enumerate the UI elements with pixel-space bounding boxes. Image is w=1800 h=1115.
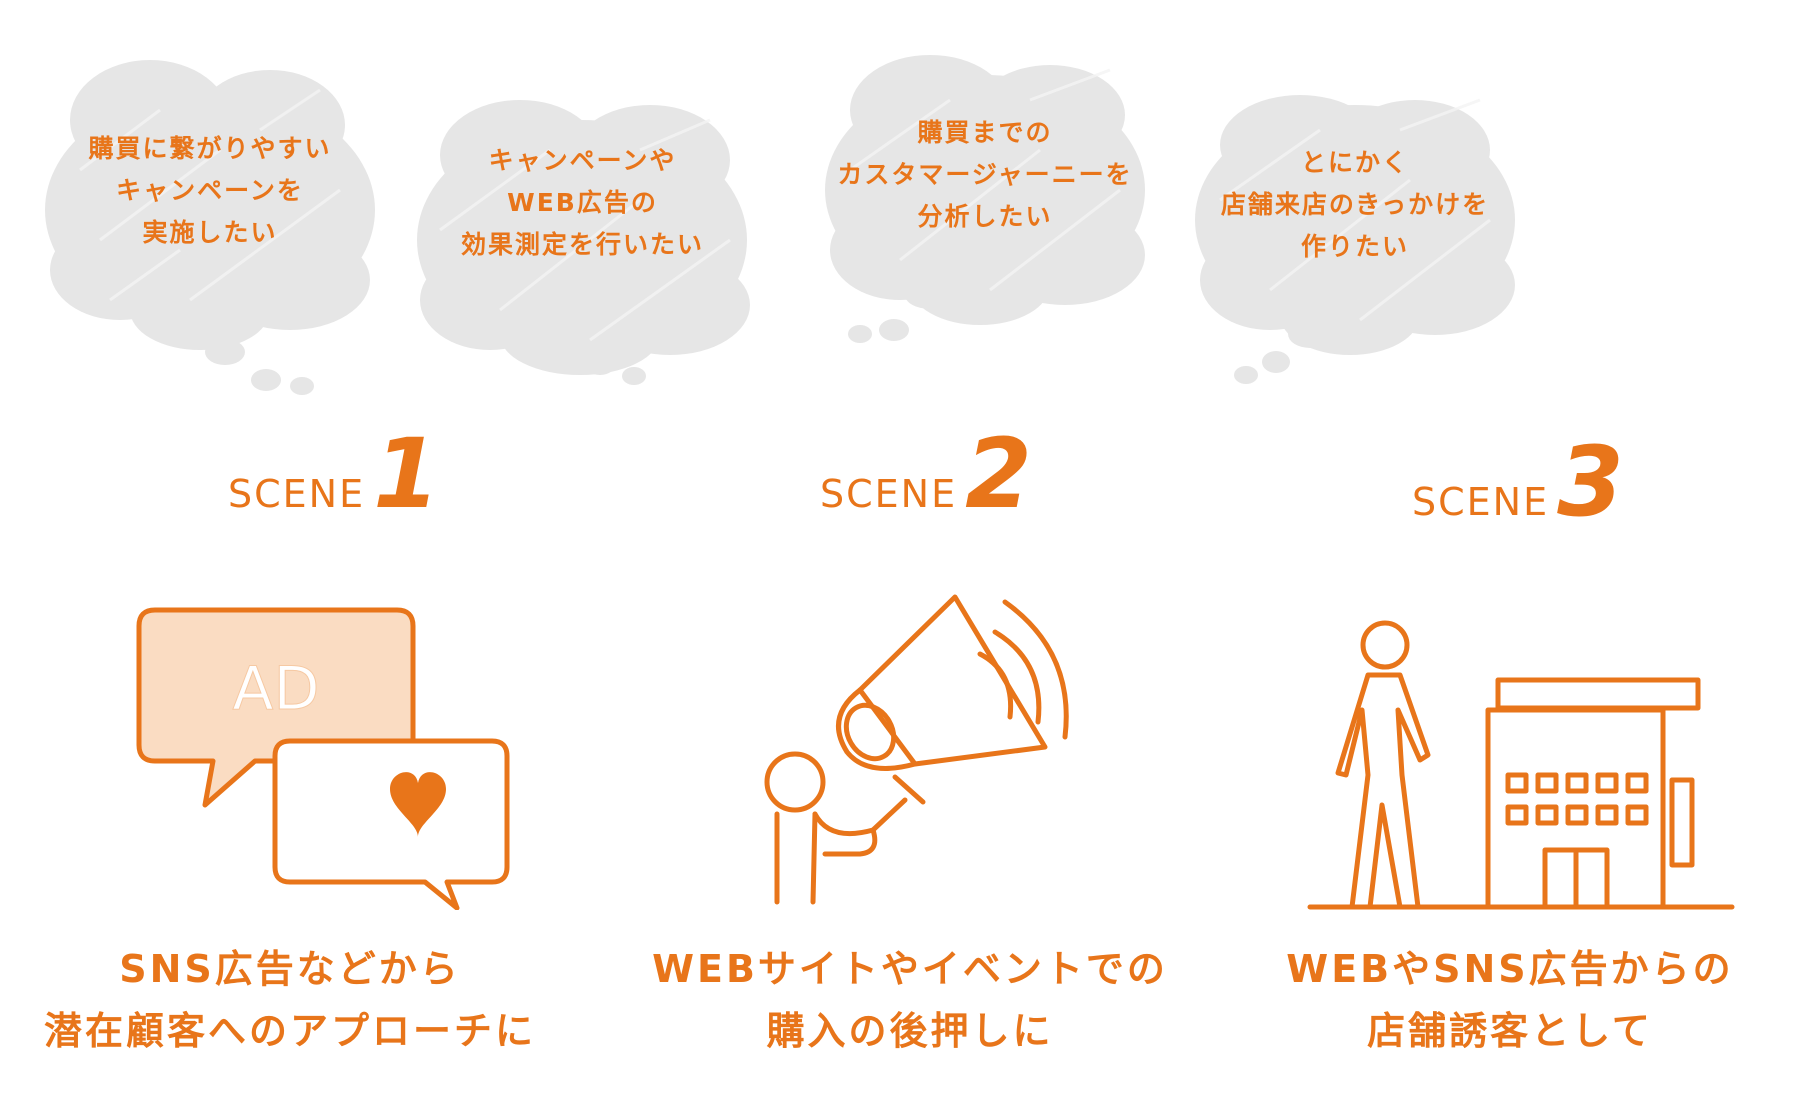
scene-number: 1 [373,418,440,530]
scene-number: 3 [1557,426,1624,538]
scene-word: SCENE [228,472,366,516]
ad-text: AD [232,654,319,724]
scene-3-caption: WEBやSNS広告からの店舗誘客として [1286,947,1734,1053]
thought-bubble-3: 購買までのカスタマージャーニーを分析したい [820,40,1150,370]
scene-1-caption: SNS広告などから潜在顧客へのアプローチに [43,947,536,1053]
scene-word: SCENE [1412,480,1550,524]
bubble-text: 購買までのカスタマージャーニーを分析したい [837,118,1133,231]
scene-word: SCENE [820,472,958,516]
thought-bubble-1: 購買に繋がりやすいキャンペーンを実施したい [40,40,380,395]
ad-chat-icon: AD [135,605,515,911]
cloud-shape [1195,95,1515,384]
cloud-shape [825,55,1145,343]
cloud-shape [417,100,750,385]
person-store-icon [1300,615,1740,915]
scene-2-caption: WEBサイトやイベントでの購入の後押しに [652,947,1168,1053]
thought-bubble-4: とにかく店舗来店のきっかけを作りたい [1190,80,1520,410]
scene-2-heading: SCENE2 [820,418,1032,530]
bubble-text: 購買に繋がりやすいキャンペーンを実施したい [88,134,332,247]
bubble-text: とにかく店舗来店のきっかけを作りたい [1220,148,1490,261]
heart-icon [390,772,446,837]
scene-number: 2 [965,418,1032,530]
scene-1-heading: SCENE1 [228,418,440,530]
scene-3-heading: SCENE3 [1412,426,1624,538]
cloud-shape [45,60,375,395]
megaphone-person-icon [755,592,1085,912]
